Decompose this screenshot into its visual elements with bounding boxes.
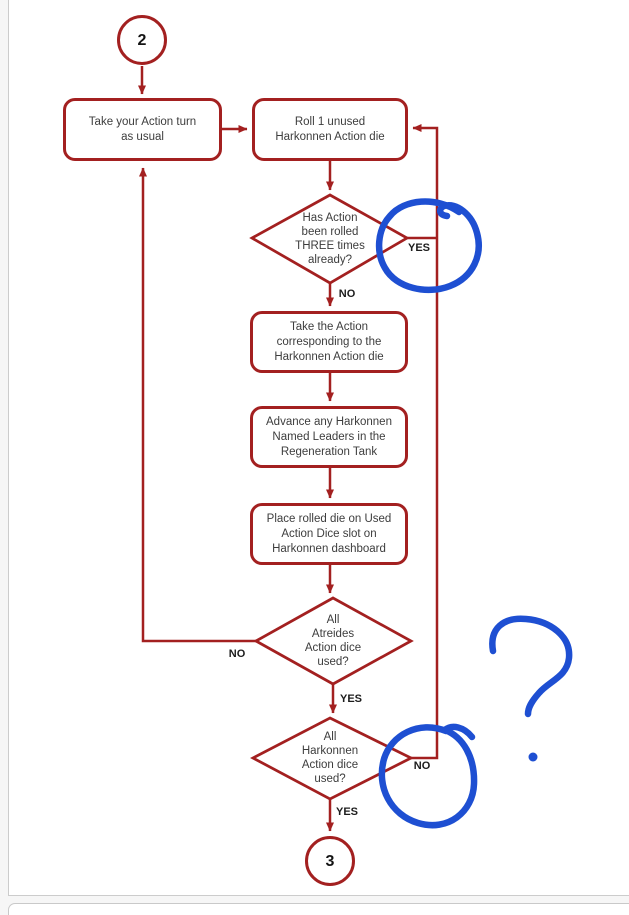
node-place-rolled-die: Place rolled die on Used Action Dice slo…: [250, 503, 408, 565]
start-node: 2: [117, 15, 167, 65]
end-node-label: 3: [325, 852, 335, 870]
ink-circle-around-yes: [375, 198, 482, 294]
edge-harkonnen-no-loop: [405, 124, 439, 760]
label-rolled-three-no: NO: [338, 288, 356, 300]
ink-circle-around-no: [378, 723, 478, 829]
ink-question-mark-dot: [528, 752, 538, 762]
node-take-action-turn: Take your Action turn as usual: [63, 98, 222, 161]
label-atreides-no: NO: [228, 648, 246, 660]
edge-atreides-no-loop: [139, 167, 256, 643]
label-atreides-yes: YES: [339, 693, 362, 705]
diamond-harkonnen-check: [250, 716, 415, 801]
node-roll-harkonnen-die: Roll 1 unused Harkonnen Action die: [252, 98, 408, 161]
node-advance-named-leaders: Advance any Harkonnen Named Leaders in t…: [250, 406, 408, 468]
start-node-label: 2: [137, 31, 147, 49]
diamond-text-rolled-three: Has Action been rolled THREE times alrea…: [295, 212, 365, 266]
end-node: 3: [305, 836, 355, 886]
label-rolled-three-yes: YES: [407, 242, 430, 254]
ink-question-mark: [489, 615, 573, 718]
diamond-atreides-check: [253, 596, 414, 686]
diamond-text-atreides: All Atreides Action dice used?: [304, 614, 362, 668]
node-take-corresponding-action: Take the Action corresponding to the Har…: [250, 311, 408, 373]
label-harkonnen-no: NO: [413, 760, 431, 772]
flow-connectors: [138, 66, 439, 832]
next-page-edge: [8, 903, 629, 915]
label-harkonnen-yes: YES: [335, 806, 358, 818]
diamond-text-harkonnen: All Harkonnen Action dice used?: [301, 731, 359, 785]
